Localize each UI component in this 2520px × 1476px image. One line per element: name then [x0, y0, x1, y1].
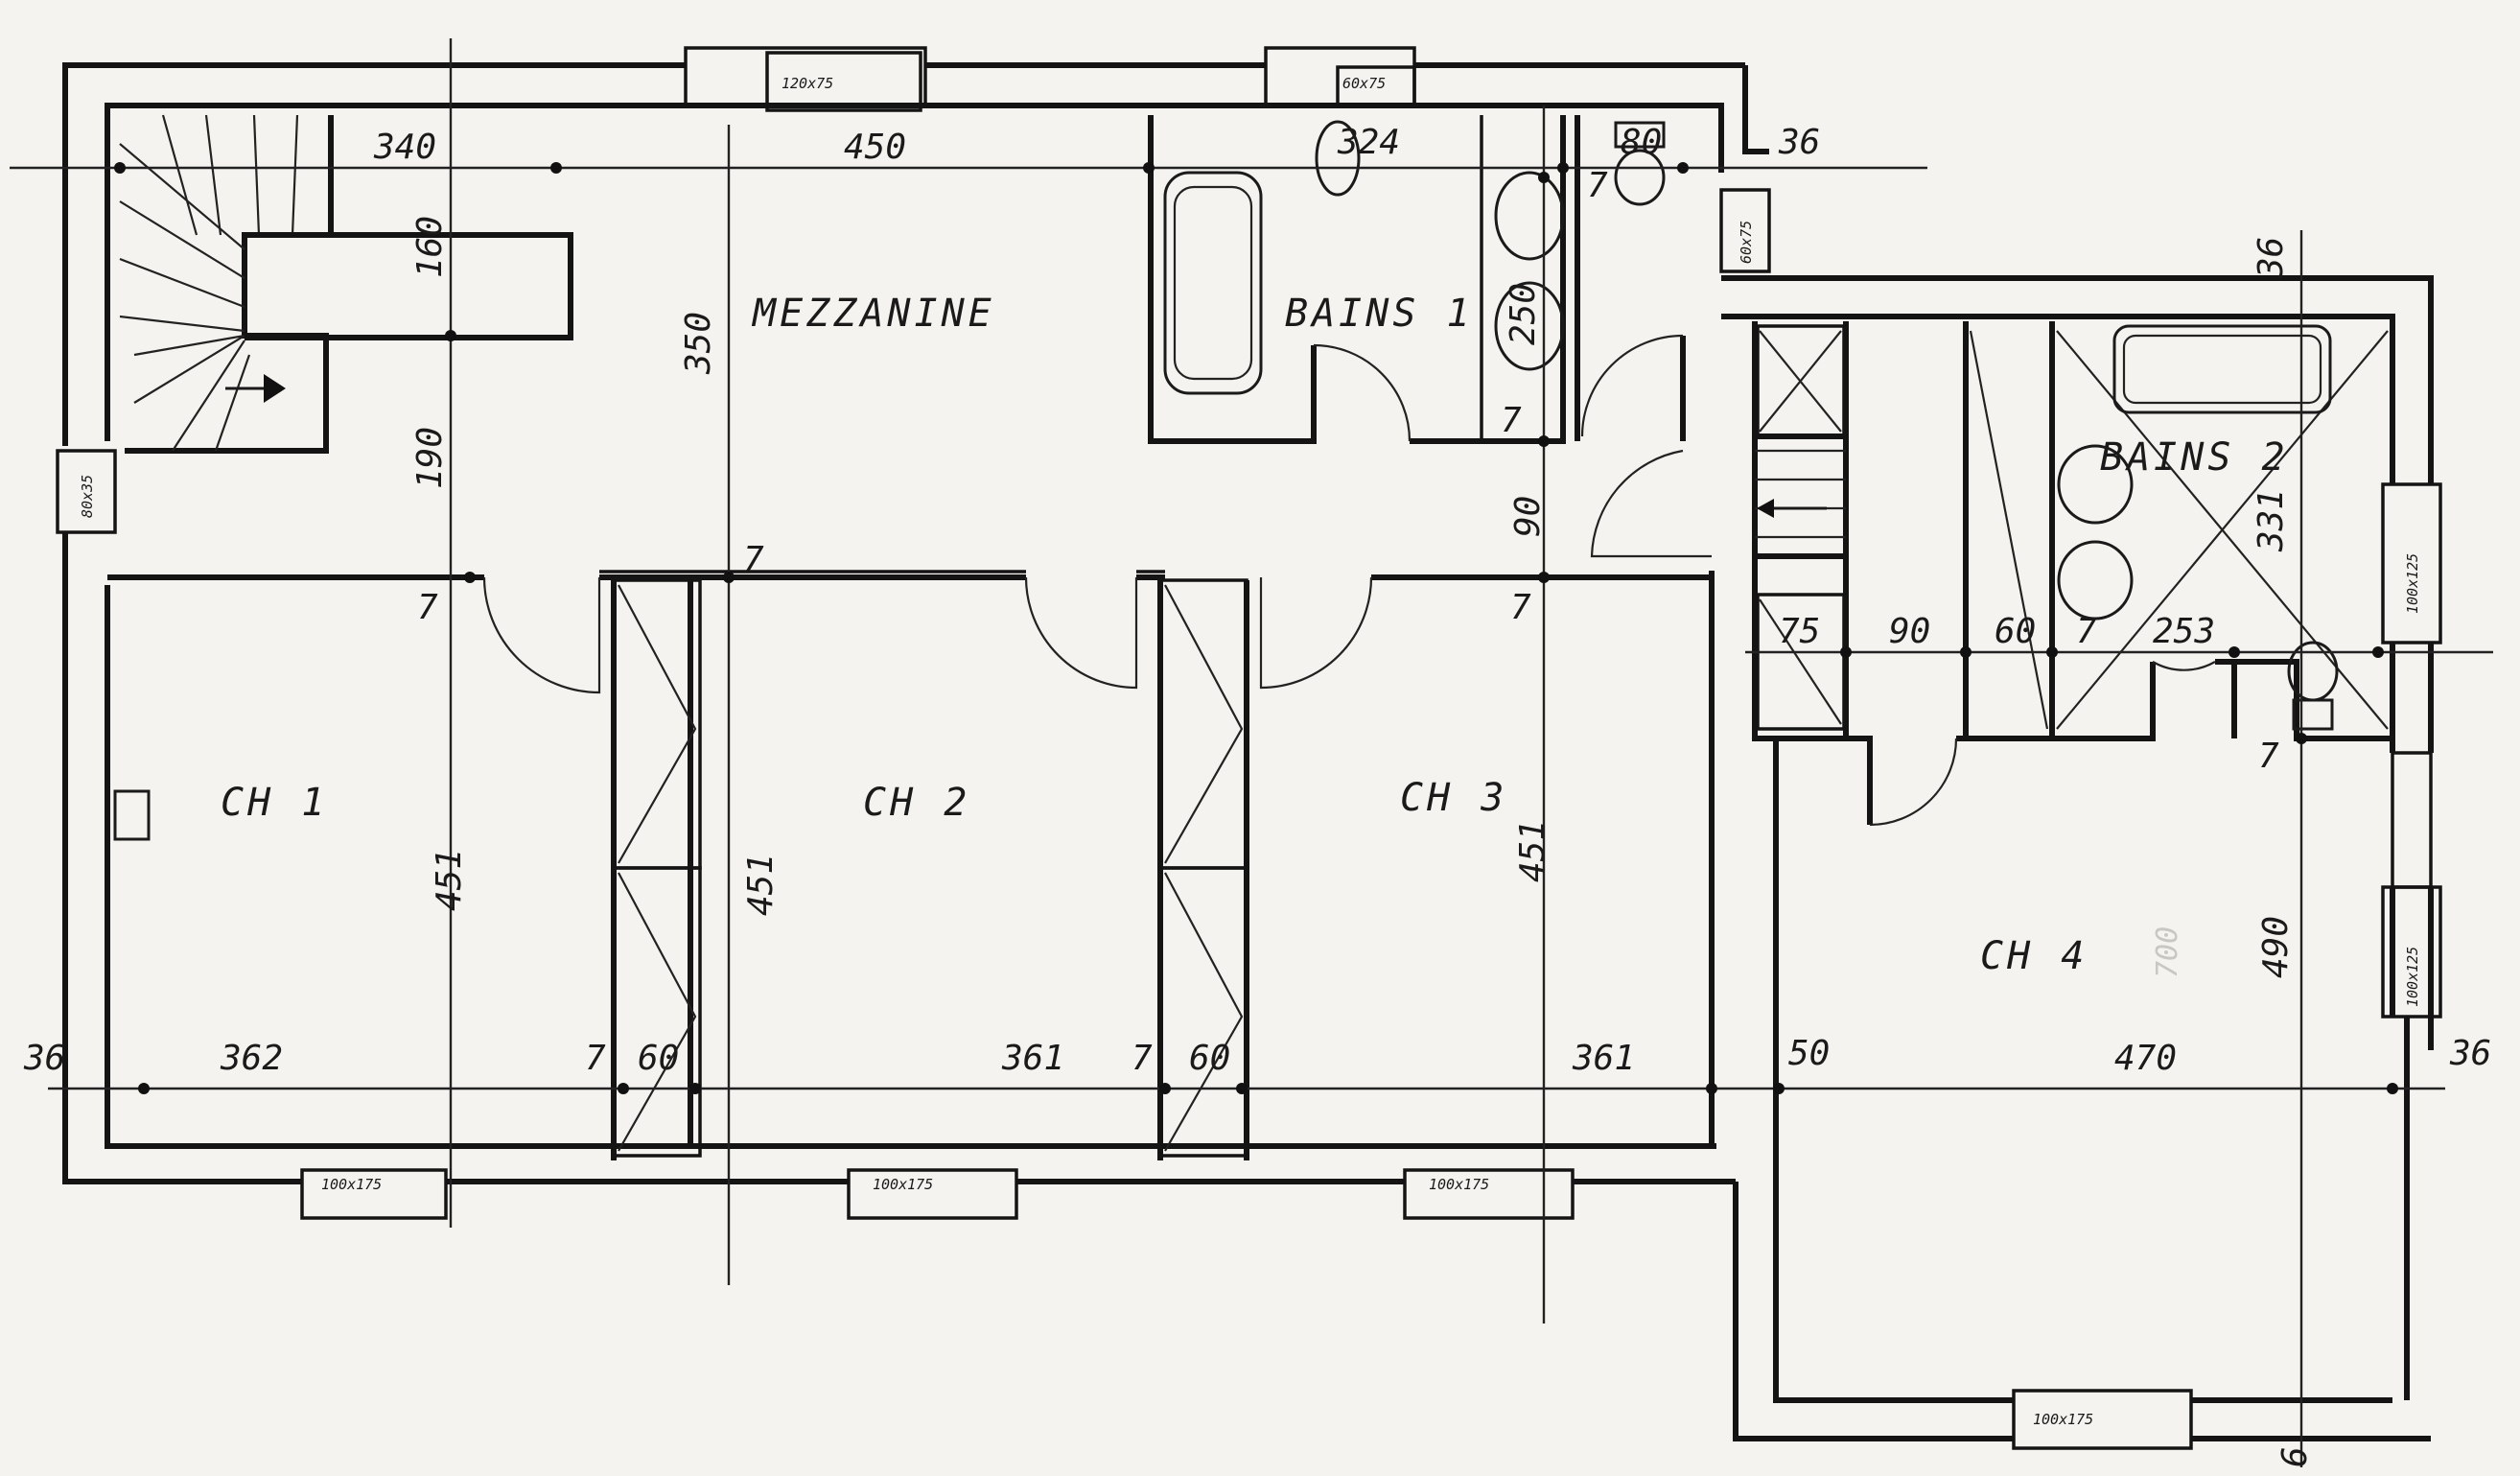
room-label-ch2: CH 2 — [863, 781, 970, 825]
doors — [482, 334, 2216, 827]
room-label-ch4: CH 4 — [1980, 934, 2088, 978]
dim-label: 361 — [1001, 1039, 1064, 1078]
window-labels: 120x75 60x75 60x75 80x35 100x175 100x175… — [79, 75, 2421, 1428]
dim-label: 80 — [1621, 123, 1662, 162]
dim-label: 190 — [410, 427, 450, 489]
sink-icon — [1494, 171, 1565, 261]
dim-label: 7 — [1132, 1039, 1153, 1078]
dim-label: 451 — [1513, 820, 1552, 882]
window-label: 100x175 — [321, 1176, 382, 1193]
dim-label: 350 — [679, 312, 718, 375]
sink-icon — [2057, 540, 2134, 621]
room-label-mezzanine: MEZZANINE — [751, 292, 995, 336]
staircase — [119, 114, 573, 454]
window-label: 60x75 — [1738, 221, 1755, 264]
window-label: 120x75 — [782, 75, 833, 92]
bathtub-icon — [1163, 171, 1263, 395]
dim-label: 90 — [1508, 496, 1548, 537]
dim-label: 7 — [2258, 737, 2279, 776]
room-label-ch3: CH 3 — [1400, 776, 1507, 820]
window-label: 100x125 — [2404, 553, 2421, 614]
bathtub-icon — [2112, 324, 2332, 414]
dim-label: 331 — [2252, 489, 2291, 552]
dim-label: 75 — [1779, 612, 1820, 651]
window-label: 100x125 — [2404, 947, 2421, 1007]
room-labels: MEZZANINE BAINS 1 BAINS 2 CH 1 CH 2 CH 3… — [221, 292, 2289, 978]
dim-label: 700 — [2151, 926, 2184, 978]
window-label: 100x175 — [2033, 1411, 2093, 1428]
dim-label: 253 — [2153, 612, 2215, 651]
dim-label: 250 — [1504, 283, 1543, 345]
dim-label: 7 — [417, 588, 438, 627]
dim-label: 60 — [1995, 612, 2036, 651]
dim-label: 7 — [743, 540, 764, 579]
dim-label: 362 — [220, 1039, 283, 1078]
dimension-lines — [10, 38, 2493, 1467]
dim-label: 6 — [2275, 1446, 2315, 1467]
dim-label: 7 — [585, 1039, 606, 1078]
toilet-icon — [1614, 149, 1666, 206]
dim-label: 160 — [410, 216, 450, 278]
dim-label: 7 — [1587, 166, 1608, 205]
dim-label: 36 — [23, 1039, 65, 1078]
dim-label: 7 — [1501, 401, 1522, 440]
room-label-ch1: CH 1 — [221, 781, 328, 825]
dim-label: 324 — [1337, 123, 1400, 162]
dim-label: 450 — [844, 128, 906, 167]
dim-label: 36 — [1778, 123, 1820, 162]
window-label: 80x35 — [79, 475, 96, 518]
window-label: 60x75 — [1342, 75, 1386, 92]
window-label: 100x175 — [873, 1176, 933, 1193]
sink-icon — [1494, 281, 1565, 371]
fixtures — [113, 120, 2339, 841]
room-label-bains2: BAINS 2 — [2100, 435, 2289, 480]
dim-label: 490 — [2256, 916, 2296, 978]
dim-label: 7 — [2076, 612, 2097, 651]
room-label-bains1: BAINS 1 — [1285, 292, 1474, 336]
dim-label: 50 — [1788, 1034, 1830, 1073]
sink-icon — [2057, 444, 2134, 525]
dim-label: 7 — [1510, 588, 1531, 627]
dimension-labels: 340 450 324 80 36 160 190 7 451 350 7 45… — [23, 123, 2491, 1467]
dim-label: 90 — [1889, 612, 1930, 651]
dim-label: 470 — [2114, 1039, 2177, 1078]
window-label: 100x175 — [1429, 1176, 1489, 1193]
dim-label: 36 — [2449, 1034, 2491, 1073]
dim-label: 60 — [1189, 1039, 1230, 1078]
dim-label: 361 — [1572, 1039, 1635, 1078]
dim-label: 340 — [373, 128, 436, 167]
dim-label: 451 — [430, 849, 469, 911]
dim-label: 451 — [741, 854, 781, 916]
dim-label: 60 — [638, 1039, 679, 1078]
exterior-walls — [56, 46, 2442, 1450]
bidet-icon — [1315, 120, 1361, 197]
dim-label: 36 — [2252, 237, 2291, 279]
